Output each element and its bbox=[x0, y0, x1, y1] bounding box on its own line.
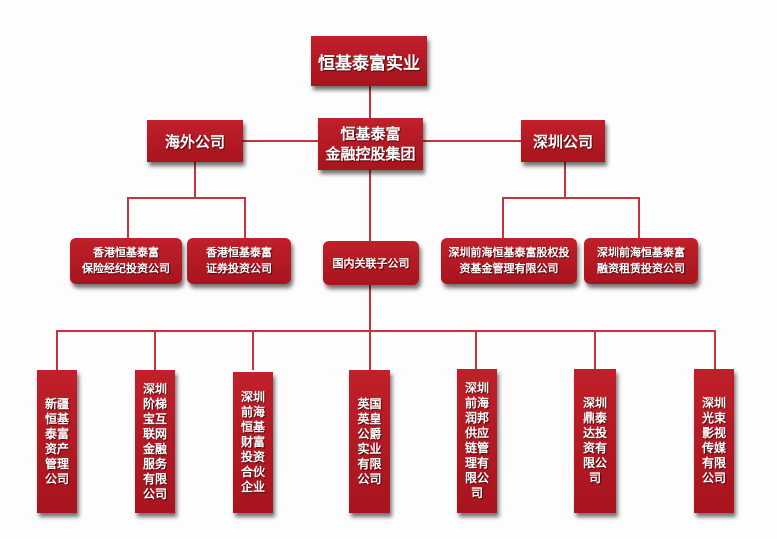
node-overseas: 海外公司 bbox=[147, 120, 243, 162]
node-level3: 国内关联子公司 bbox=[323, 241, 419, 285]
node-text: 保险经纪投资公司 bbox=[82, 262, 170, 275]
connector bbox=[127, 197, 129, 238]
node-text: 深圳前海恒基泰富股权投 bbox=[448, 246, 570, 259]
subsidiary-box: 英国英皇公爵实业有限公司 bbox=[349, 370, 390, 513]
connector bbox=[56, 330, 58, 370]
subsidiary-box: 深圳阶梯宝互联网金融服务有限公司 bbox=[135, 370, 175, 513]
connector bbox=[638, 197, 640, 238]
connector bbox=[194, 162, 196, 198]
node-top: 恒基泰富实业 bbox=[311, 36, 427, 86]
node-text: 香港恒基泰富 bbox=[206, 246, 272, 259]
node-text: 资基金管理有限公司 bbox=[459, 262, 559, 275]
connector bbox=[502, 197, 504, 238]
node-group-line2: 金融控股集团 bbox=[325, 145, 416, 163]
node-text: 国内关联子公司 bbox=[332, 257, 410, 270]
node-text: 香港恒基泰富 bbox=[93, 246, 159, 259]
connector bbox=[252, 330, 254, 370]
node-level3: 香港恒基泰富保险经纪投资公司 bbox=[70, 238, 182, 284]
connector bbox=[502, 197, 640, 199]
subsidiary-box: 深圳光束影视传媒有限公司 bbox=[694, 369, 734, 513]
node-text: 深圳前海恒基泰富 bbox=[597, 246, 685, 259]
connector bbox=[564, 162, 566, 198]
connector bbox=[56, 330, 716, 332]
node-shenzhen: 深圳公司 bbox=[521, 120, 605, 162]
subsidiary-box: 深圳前海润邦供应链管理有限公司 bbox=[457, 369, 497, 513]
node-group-line1: 恒基泰富 bbox=[340, 125, 401, 143]
subsidiary-box: 深圳鼎泰达投资有限公司 bbox=[574, 369, 616, 513]
node-level3: 香港恒基泰富证券投资公司 bbox=[187, 238, 291, 284]
subsidiary-box: 新疆恒基泰富资产管理公司 bbox=[37, 370, 77, 513]
node-text: 融资租赁投资公司 bbox=[597, 262, 685, 275]
connector bbox=[369, 86, 371, 330]
node-level3: 深圳前海恒基泰富股权投资基金管理有限公司 bbox=[441, 238, 577, 284]
node-group: 恒基泰富 金融控股集团 bbox=[318, 118, 423, 170]
connector bbox=[714, 330, 716, 370]
connector bbox=[244, 197, 246, 238]
node-level3: 深圳前海恒基泰富融资租赁投资公司 bbox=[584, 238, 698, 284]
connector bbox=[594, 330, 596, 370]
connector bbox=[127, 197, 246, 199]
connector bbox=[369, 330, 371, 370]
connector bbox=[154, 330, 156, 370]
subsidiary-box: 深圳前海恒基财富投资合伙企业 bbox=[233, 372, 273, 513]
connector bbox=[475, 330, 477, 370]
node-text: 证券投资公司 bbox=[206, 262, 272, 275]
